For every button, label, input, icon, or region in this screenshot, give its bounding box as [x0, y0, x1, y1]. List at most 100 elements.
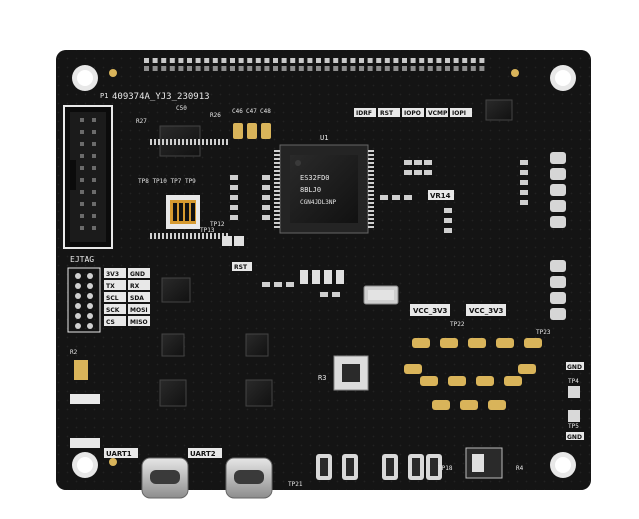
header-pin [187, 66, 192, 71]
header-pin [144, 66, 149, 71]
slide-switch[interactable] [465, 447, 503, 479]
jtag-pin [80, 190, 84, 194]
dip-switch [166, 195, 200, 229]
header-pin [255, 58, 261, 63]
mcu-pin [274, 178, 280, 180]
pin-table-label: MOSI [130, 307, 148, 314]
dip-slot [173, 203, 177, 221]
mcu-pin [274, 222, 280, 224]
mcu-pin [178, 139, 180, 145]
mcu-pin [274, 210, 280, 212]
r27-label: R27 [136, 118, 147, 125]
header-pin [479, 66, 485, 71]
mcu-pin [170, 233, 172, 239]
pin-hole [75, 273, 81, 279]
mcu-pin [274, 158, 280, 160]
mcu-pin [368, 186, 374, 188]
vcc-label-2: VCC_3V3 [469, 307, 503, 315]
header-pin [419, 58, 425, 63]
header-pin [264, 58, 270, 63]
u9-chip [245, 379, 273, 407]
header-pin [427, 66, 433, 71]
smd-component [520, 190, 528, 195]
right-pad [550, 168, 566, 180]
pin-table-cell [128, 304, 150, 314]
jtag-pin [80, 118, 84, 122]
mcu-pin [368, 162, 374, 164]
tp5-pad [568, 410, 580, 422]
mcu-pin [274, 214, 280, 216]
tp5-label: TP5 [568, 423, 579, 430]
mcu-pin [214, 233, 216, 239]
tp4-label: TP4 [568, 378, 579, 385]
top-label-box [402, 108, 424, 117]
mcu-pin [274, 186, 280, 188]
mcu-pin [274, 206, 280, 208]
power-capacitor [518, 364, 536, 374]
header-pin [350, 58, 356, 63]
board-id-text: 409374A_YJ3_230913 [112, 92, 210, 102]
smd-component [414, 160, 422, 165]
smd-component [444, 228, 452, 233]
right-pad [550, 200, 566, 212]
dip-slot [191, 203, 195, 221]
header-pin [221, 66, 227, 71]
mcu-pin [194, 139, 196, 145]
u8-chip [161, 277, 191, 303]
sw3-label: R3 [318, 374, 326, 382]
header-pin [470, 58, 476, 63]
vr14-label-box [428, 190, 454, 200]
mcu-pin [274, 150, 280, 152]
mcu-pin [274, 182, 280, 184]
header-pin [427, 58, 433, 63]
right-pad [550, 260, 566, 272]
mcu-pin [226, 139, 228, 145]
mcu-marking-2: 8BLJ0 [300, 186, 321, 194]
top-label-text: IOPO [404, 110, 421, 117]
mcu-pin [368, 182, 374, 184]
header-pin [195, 66, 201, 71]
header-pin [212, 58, 218, 63]
pin-hole [87, 323, 93, 329]
jtag-pin [92, 142, 96, 146]
mcu-pin [150, 233, 152, 239]
mcu-pin [154, 233, 156, 239]
mcu-pin [158, 139, 160, 145]
usb-c-right[interactable] [225, 457, 273, 499]
jtag-pin [80, 154, 84, 158]
c46-label: C46 [232, 108, 243, 115]
top-label-text: RST [380, 110, 394, 117]
pin1-label: P1 [100, 92, 108, 100]
smd-component [274, 282, 282, 287]
header-pin [402, 66, 407, 71]
usb-c-left[interactable] [141, 457, 189, 499]
header-pin [436, 66, 442, 71]
tp13-pad [222, 236, 232, 246]
right-pad [550, 184, 566, 196]
pin-hole [75, 323, 81, 329]
jtag-pin [92, 178, 96, 182]
jtag-pin [80, 142, 84, 146]
jtag-pin [92, 226, 96, 230]
c47-label: C47 [246, 108, 257, 115]
mcu-pin [178, 233, 180, 239]
u2-chip [485, 99, 513, 121]
smd-component [230, 185, 238, 190]
smd-component [404, 195, 412, 200]
reset-button[interactable] [333, 355, 369, 391]
pin-table-label: GND [130, 271, 145, 278]
mcu-pin [150, 139, 152, 145]
jtag-pin [92, 214, 96, 218]
bottom-capacitor-body [430, 458, 438, 476]
vcc-label-boxes: VCC_3V3 VCC_3V3 [410, 304, 506, 316]
right-pad-column [550, 152, 566, 320]
jtag-pin [80, 166, 84, 170]
jtag-pin [80, 202, 84, 206]
bottom-capacitors [316, 454, 442, 480]
header-pin [453, 66, 459, 71]
smd-component [520, 200, 528, 205]
mcu-pin [186, 139, 188, 145]
mcu-pin [274, 218, 280, 220]
header-pin [436, 58, 442, 63]
